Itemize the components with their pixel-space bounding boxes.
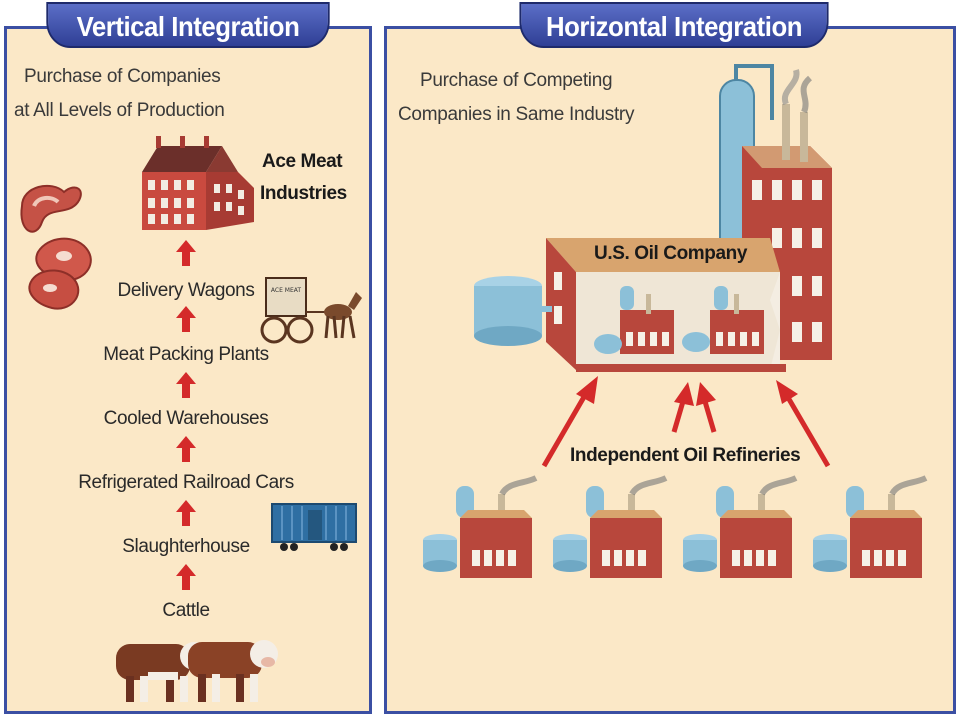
step-meat-packing-plants: Meat Packing Plants xyxy=(103,344,269,365)
vertical-arrows xyxy=(176,240,196,590)
refinery-icon-1 xyxy=(423,475,538,578)
step-delivery-wagons: Delivery Wagons xyxy=(117,280,255,301)
ace-meat-label-line2: Industries xyxy=(260,183,347,204)
refinery-icon-4 xyxy=(813,475,928,578)
horizontal-subtitle-line1: Purchase of Competing xyxy=(420,70,613,91)
vertical-subtitle-line1: Purchase of Companies xyxy=(24,66,221,87)
step-cooled-warehouses: Cooled Warehouses xyxy=(103,408,269,429)
step-slaughterhouse: Slaughterhouse xyxy=(122,536,250,557)
vertical-integration-title: Vertical Integration xyxy=(46,2,330,48)
meat-cuts-icon xyxy=(20,184,92,310)
step-cattle: Cattle xyxy=(162,600,210,621)
independent-refineries-label: Independent Oil Refineries xyxy=(570,445,801,466)
vertical-subtitle-line2: at All Levels of Production xyxy=(14,100,225,121)
refinery-icon-3 xyxy=(683,475,798,578)
us-oil-company-label: U.S. Oil Company xyxy=(594,243,748,264)
ace-meat-label-line1: Ace Meat xyxy=(262,151,343,172)
horizontal-subtitle-line2: Companies in Same Industry xyxy=(398,104,635,125)
refinery-icon-2 xyxy=(553,475,668,578)
horizontal-integration-title: Horizontal Integration xyxy=(519,2,829,48)
us-oil-company-building-icon xyxy=(474,64,832,372)
wagon-sign-text: ACE MEAT xyxy=(271,287,301,294)
vertical-integration-panel xyxy=(4,26,372,714)
independent-refineries-icons xyxy=(423,475,928,578)
ace-meat-building-icon xyxy=(142,136,254,230)
horizontal-arrows xyxy=(541,376,831,468)
cattle-icon xyxy=(116,640,278,702)
railroad-car-icon xyxy=(271,503,357,551)
delivery-wagon-icon: ACE MEAT xyxy=(260,277,362,344)
step-refrigerated-railroad-cars: Refrigerated Railroad Cars xyxy=(78,472,294,493)
